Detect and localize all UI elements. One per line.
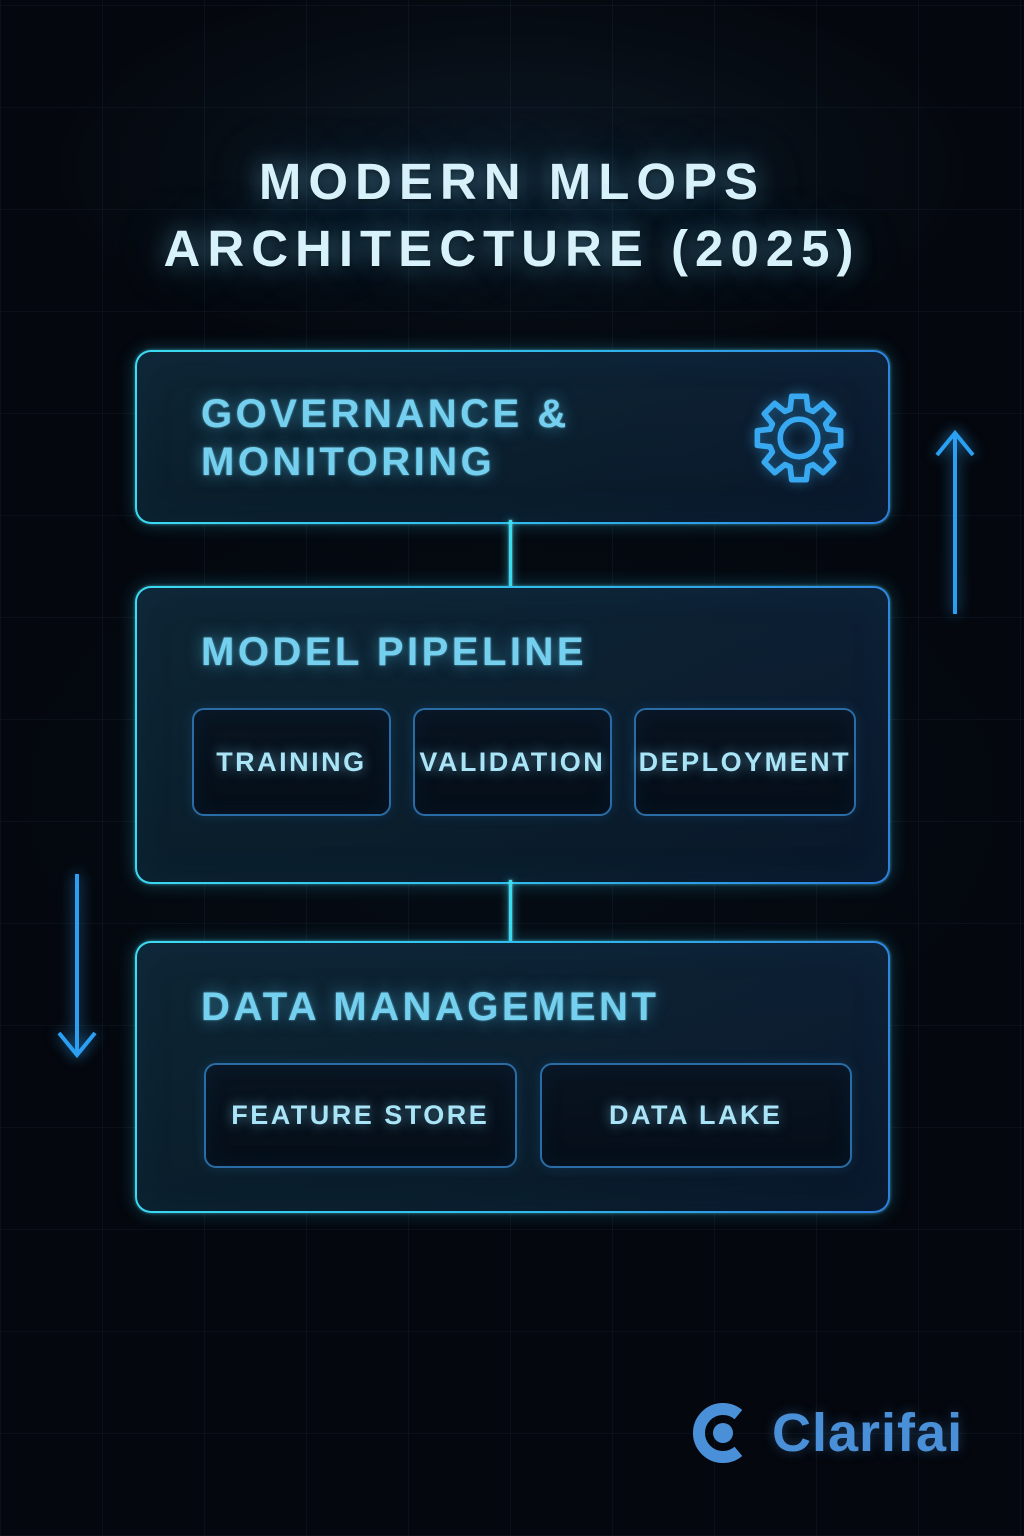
deployment-chip: DEPLOYMENT xyxy=(633,708,856,816)
feature-store-label: FEATURE STORE xyxy=(231,1100,490,1130)
page-title: MODERN MLOPS ARCHITECTURE (2025) xyxy=(0,148,1024,282)
down-arrow-icon xyxy=(57,874,97,1059)
governance-heading-line2: MONITORING xyxy=(201,440,496,484)
connector-governance-pipeline xyxy=(509,520,512,586)
feature-store-chip: FEATURE STORE xyxy=(204,1063,517,1168)
validation-chip: VALIDATION xyxy=(412,708,612,816)
data-lake-label: DATA LAKE xyxy=(609,1100,783,1130)
governance-monitoring-heading: GOVERNANCE & MONITORING xyxy=(201,390,570,486)
pipeline-stage-row: TRAINING VALIDATION DEPLOYMENT xyxy=(192,708,856,816)
data-management-box: DATA MANAGEMENT FEATURE STORE DATA LAKE xyxy=(135,941,890,1213)
training-label: TRAINING xyxy=(216,746,367,777)
brand-wordmark: Clarifai xyxy=(772,1403,964,1463)
brand-logo: Clarifai xyxy=(688,1396,963,1470)
data-store-row: FEATURE STORE DATA LAKE xyxy=(204,1063,852,1168)
governance-heading-line1: GOVERNANCE & xyxy=(201,392,570,436)
data-management-heading: DATA MANAGEMENT xyxy=(201,985,660,1029)
clarifai-c-icon xyxy=(693,1403,743,1463)
deployment-label: DEPLOYMENT xyxy=(638,746,852,777)
data-lake-chip: DATA LAKE xyxy=(539,1063,852,1168)
governance-monitoring-box: GOVERNANCE & MONITORING xyxy=(135,350,890,524)
model-pipeline-heading: MODEL PIPELINE xyxy=(201,630,588,674)
gear-icon xyxy=(754,393,844,483)
connector-pipeline-data xyxy=(509,880,512,941)
model-pipeline-box: MODEL PIPELINE TRAINING VALIDATION DEPLO… xyxy=(135,586,890,884)
training-chip: TRAINING xyxy=(192,708,391,816)
up-arrow-icon xyxy=(935,429,975,614)
page-title-line1: MODERN MLOPS xyxy=(258,153,766,211)
validation-label: VALIDATION xyxy=(419,746,606,777)
page-title-line2: ARCHITECTURE (2025) xyxy=(163,220,861,278)
